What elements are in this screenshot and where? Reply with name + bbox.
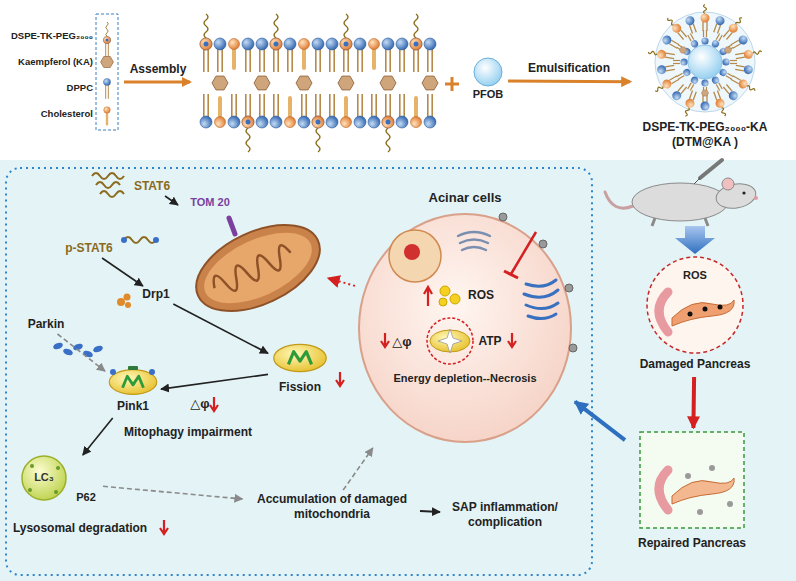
node-text: Damaged Pancreas — [640, 357, 751, 372]
annotation-label: ATP — [478, 334, 501, 349]
connector — [420, 510, 440, 513]
stat6-protein: STAT6 — [128, 178, 176, 196]
annotation-label: Assembly — [130, 62, 187, 77]
node-text: PFOB — [473, 88, 504, 102]
node-text: Energy depletion--Necrosis — [393, 372, 536, 386]
node-text: Pink1 — [117, 399, 149, 414]
connector — [102, 258, 143, 286]
lysosome: LC₃ P62 — [18, 455, 103, 510]
connector — [165, 196, 178, 205]
outcome-text: SAP inflammation/ complication — [440, 498, 570, 532]
fission-mitochondrion: Fission — [268, 342, 332, 398]
pfob-droplet: PFOB — [468, 56, 508, 106]
connector — [58, 334, 106, 371]
node-text: Parkin — [28, 317, 65, 332]
node-text: Accumulation of damaged mitochondria — [245, 492, 420, 522]
nanoparticle: DSPE-TK-PEG₂₀₀₀-KA (DTM@KA ) — [630, 8, 780, 156]
node-text: ROS — [683, 269, 707, 283]
connector — [575, 402, 625, 441]
connector — [173, 304, 268, 353]
pstat6-protein: p-STAT6 — [58, 240, 120, 258]
ros-cluster: ROS — [435, 284, 499, 308]
node-text: STAT6 — [134, 179, 170, 194]
outcome-text: Accumulation of damaged mitochondria — [243, 490, 421, 524]
drp1-protein: Drp1 — [135, 286, 177, 304]
annotation-label: Mitophagy impairment — [124, 425, 252, 440]
node-text: ROS — [468, 288, 494, 303]
connector — [103, 486, 243, 499]
node-text: Acinar cells — [429, 190, 502, 206]
node-text: Drp1 — [142, 287, 169, 302]
annotation-label: △φ — [190, 396, 209, 412]
connector — [328, 278, 355, 286]
legend-text: DPPC — [67, 82, 93, 94]
legend-text: Kaempferol (KA) — [18, 56, 93, 68]
connector — [691, 377, 696, 428]
node-text: SAP inflammation/ complication — [440, 500, 570, 530]
node-text: DSPE-TK-PEG₂₀₀₀-KA (DTM@KA ) — [630, 120, 780, 150]
connector — [508, 80, 630, 84]
node-text: Fission — [279, 380, 321, 395]
repaired-pancreas: Repaired Pancreas — [625, 428, 760, 556]
annotation-label: △φ — [392, 334, 411, 350]
acinar-cell: Acinar cellsEnergy depletion--Necrosis RO… — [355, 186, 575, 448]
damaged-pancreas: ROS Damaged Pancreas — [635, 255, 755, 377]
node-text: P62 — [76, 491, 96, 505]
legend-text: DSPE-TK-PEG₂₀₀₀ — [11, 30, 93, 42]
edge-label: Emulsification — [526, 61, 612, 76]
connector — [161, 374, 268, 389]
node-text: Repaired Pancreas — [638, 536, 746, 551]
pink1-mitochondrion: Pink1 — [105, 368, 161, 418]
node-text: LC₃ — [34, 471, 54, 485]
connector — [343, 448, 373, 490]
parkin-protein: Parkin — [22, 316, 70, 334]
connector — [83, 418, 113, 455]
legend-text: Cholesterol — [41, 108, 93, 120]
node-text: TOM 20 — [190, 196, 230, 210]
mitochondrion: TOM 20 — [178, 196, 328, 318]
annotation-label: Lysosomal degradation — [13, 521, 147, 536]
node-text: p-STAT6 — [65, 241, 113, 256]
